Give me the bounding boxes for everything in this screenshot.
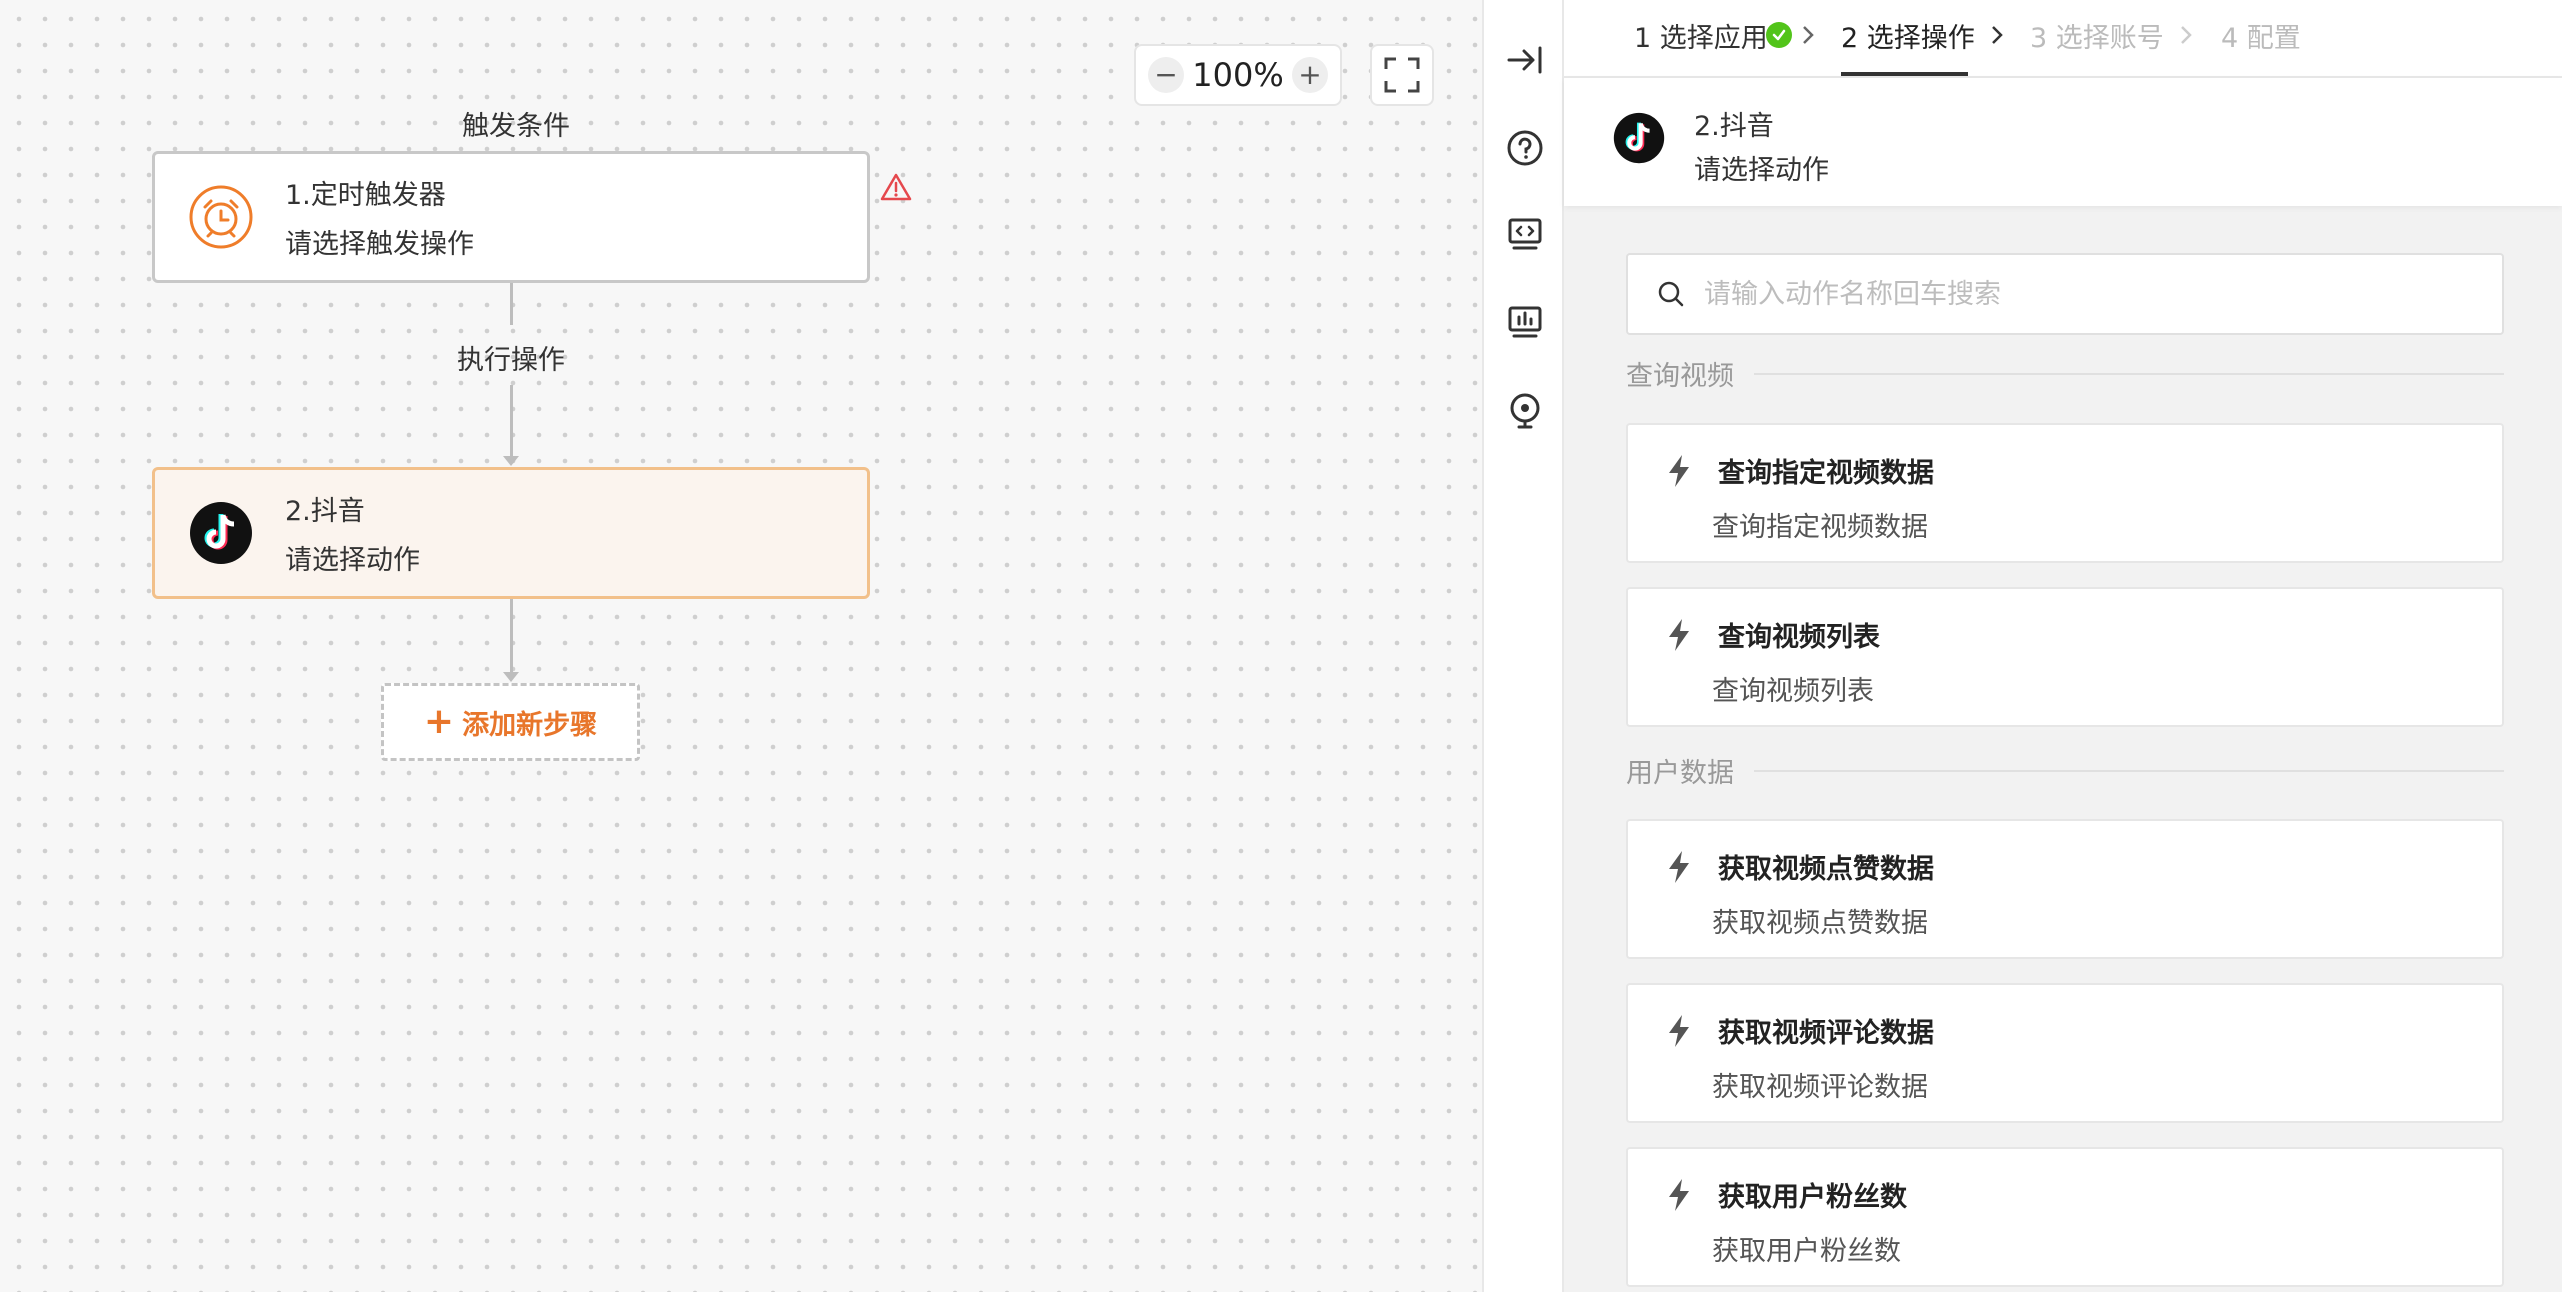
douyin-logo-icon (1613, 112, 1665, 168)
action-node-douyin[interactable]: 2.抖音 请选择动作 (152, 467, 870, 599)
lightning-icon (1669, 1179, 1689, 1211)
lightning-icon (1669, 455, 1689, 487)
action-description: 获取用户粉丝数 (1712, 1236, 1901, 1267)
group-divider (1754, 769, 2504, 772)
log-icon[interactable] (1503, 300, 1547, 344)
add-step-label: 添加新步骤 (462, 709, 598, 741)
action-name: 查询视频列表 (1718, 622, 1880, 653)
action-description: 查询指定视频数据 (1712, 512, 1928, 543)
action-node-title: 2.抖音 (285, 496, 365, 527)
action-item[interactable]: 查询视频列表 查询视频列表 (1626, 587, 2504, 727)
action-item[interactable]: 获取用户粉丝数 获取用户粉丝数 (1626, 1147, 2504, 1287)
step-navigator: 1 选择应用 2 选择操作 3 选择账号 4 配置 (1564, 0, 2562, 78)
code-icon[interactable] (1503, 212, 1547, 256)
collapse-panel-icon[interactable] (1503, 38, 1547, 82)
action-search-input[interactable] (1702, 277, 2486, 311)
step-select-action[interactable]: 2 选择操作 (1841, 23, 1975, 54)
action-search-box (1626, 253, 2504, 335)
alarm-clock-icon (189, 185, 253, 249)
douyin-logo-icon (189, 501, 253, 565)
location-icon[interactable] (1503, 388, 1547, 432)
warning-icon[interactable] (880, 172, 912, 202)
zoom-in-button[interactable]: + (1291, 57, 1328, 93)
search-icon (1656, 279, 1686, 309)
app-subtitle: 请选择动作 (1694, 155, 1829, 186)
step-configure: 4 配置 (2221, 23, 2301, 54)
action-group-header: 查询视频 (1626, 354, 2504, 393)
group-label: 查询视频 (1626, 361, 1734, 392)
zoom-out-button[interactable]: − (1148, 57, 1184, 93)
step-select-app[interactable]: 1 选择应用 (1634, 23, 1768, 54)
action-section-label: 执行操作 (457, 345, 565, 376)
active-step-underline (1841, 72, 1968, 76)
trigger-section-label: 触发条件 (462, 111, 570, 142)
trigger-node-title: 1.定时触发器 (285, 180, 446, 211)
connector-line (510, 599, 513, 672)
side-toolbar (1482, 0, 1564, 1292)
check-icon (1766, 22, 1792, 48)
action-name: 获取视频点赞数据 (1718, 854, 1934, 885)
lightning-icon (1669, 619, 1689, 651)
app-title: 2.抖音 (1694, 111, 1774, 142)
action-name: 查询指定视频数据 (1718, 458, 1934, 489)
chevron-right-icon (2181, 26, 2192, 44)
selected-app-header: 2.抖音 请选择动作 (1564, 78, 2562, 206)
group-divider (1754, 372, 2504, 375)
group-label: 用户数据 (1626, 758, 1734, 789)
action-name: 获取视频评论数据 (1718, 1018, 1934, 1049)
chevron-right-icon (1992, 26, 2003, 44)
zoom-level: 100% (1192, 56, 1284, 94)
fullscreen-icon (1384, 57, 1420, 93)
action-group-header: 用户数据 (1626, 751, 2504, 790)
fullscreen-button[interactable] (1370, 44, 1434, 106)
plus-icon: + (423, 701, 455, 742)
action-config-panel: 1 选择应用 2 选择操作 3 选择账号 4 配置 2.抖音 请选择动作 (1564, 0, 2562, 1292)
connector-arrow (503, 456, 519, 466)
action-item[interactable]: 获取视频评论数据 获取视频评论数据 (1626, 983, 2504, 1123)
connector-line (510, 385, 513, 456)
lightning-icon (1669, 851, 1689, 883)
action-description: 查询视频列表 (1712, 676, 1874, 707)
action-name: 获取用户粉丝数 (1718, 1182, 1907, 1213)
step-select-account: 3 选择账号 (2030, 23, 2164, 54)
connector-arrow (503, 672, 519, 682)
add-step-button[interactable]: + 添加新步骤 (381, 683, 640, 761)
trigger-node-subtitle: 请选择触发操作 (285, 229, 474, 260)
trigger-node[interactable]: 1.定时触发器 请选择触发操作 (152, 151, 870, 283)
zoom-control: − 100% + (1134, 44, 1342, 106)
help-icon[interactable] (1503, 126, 1547, 170)
action-node-subtitle: 请选择动作 (285, 545, 420, 576)
connector-line (510, 283, 513, 325)
lightning-icon (1669, 1015, 1689, 1047)
action-description: 获取视频评论数据 (1712, 1072, 1928, 1103)
action-item[interactable]: 查询指定视频数据 查询指定视频数据 (1626, 423, 2504, 563)
chevron-right-icon (1803, 26, 1814, 44)
action-description: 获取视频点赞数据 (1712, 908, 1928, 939)
action-item[interactable]: 获取视频点赞数据 获取视频点赞数据 (1626, 819, 2504, 959)
workflow-canvas[interactable]: − 100% + 触发条件 1.定时触发器 请选择触发操作 执行操作 (0, 0, 1482, 1292)
